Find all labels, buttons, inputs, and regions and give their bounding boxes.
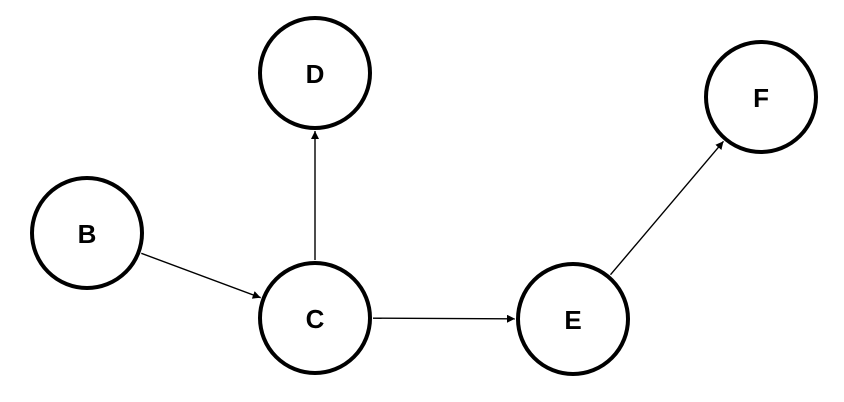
node-c: C <box>258 261 372 375</box>
node-f: F <box>704 40 818 154</box>
node-f-label: F <box>753 83 769 113</box>
edge-c-e <box>372 314 516 323</box>
edges <box>141 131 725 323</box>
node-e: E <box>516 262 630 376</box>
node-e-circle <box>516 262 630 376</box>
node-f-circle <box>704 40 818 154</box>
node-b: B <box>30 176 144 290</box>
edge-b-c <box>141 252 261 299</box>
node-b-label: B <box>78 219 97 249</box>
edge-e-f <box>609 140 725 276</box>
node-c-circle <box>258 261 372 375</box>
node-d-label: D <box>306 59 325 89</box>
node-e-label: E <box>564 305 581 335</box>
node-c-label: C <box>306 304 325 334</box>
node-d-circle <box>258 16 372 130</box>
node-b-circle <box>30 176 144 290</box>
node-d: D <box>258 16 372 130</box>
nodes: B C D E F <box>30 16 818 376</box>
